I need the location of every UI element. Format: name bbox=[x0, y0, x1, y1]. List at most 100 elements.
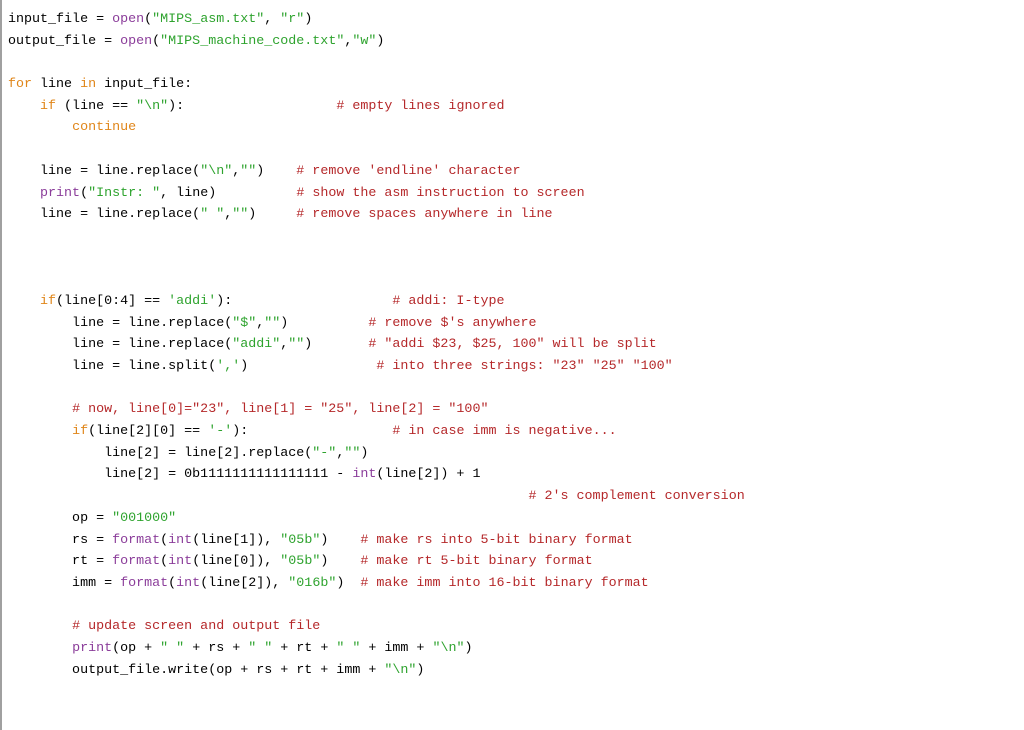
keyword-token: in bbox=[80, 77, 97, 93]
string-token: " " bbox=[336, 640, 361, 656]
comment-token: # empty lines ignored bbox=[336, 98, 505, 114]
comment-token: # remove 'endline' character bbox=[296, 163, 521, 179]
string-token: 'addi' bbox=[168, 293, 217, 309]
string-token: "-" bbox=[312, 445, 337, 461]
code-line[interactable]: op = "001000" bbox=[8, 508, 745, 530]
string-token: "05b" bbox=[280, 554, 321, 570]
code-line[interactable]: line = line.replace("addi","") # "addi $… bbox=[8, 334, 745, 356]
code-line[interactable]: print(op + " " + rs + " " + rt + " " + i… bbox=[8, 638, 745, 660]
code-line[interactable]: # update screen and output file bbox=[8, 616, 745, 638]
string-token: "\n" bbox=[136, 98, 169, 114]
text-token: output_file = bbox=[8, 33, 121, 49]
text-token: ( bbox=[160, 554, 169, 570]
code-line[interactable] bbox=[8, 52, 745, 74]
keyword-token: if bbox=[40, 98, 57, 114]
text-token: ) bbox=[256, 163, 297, 179]
code-line[interactable] bbox=[8, 139, 745, 161]
text-token: ( bbox=[160, 532, 169, 548]
string-token: "MIPS_machine_code.txt" bbox=[160, 33, 345, 49]
comment-token: # make imm into 16-bit binary format bbox=[360, 575, 649, 591]
text-token: rt = bbox=[8, 554, 113, 570]
text-token: (line[1]), bbox=[192, 532, 281, 548]
code-area[interactable]: input_file = open("MIPS_asm.txt", "r")ou… bbox=[8, 9, 745, 681]
string-token: " " bbox=[200, 207, 225, 223]
comment-token: # remove $'s anywhere bbox=[368, 315, 537, 331]
text-token: + rt + bbox=[272, 640, 337, 656]
string-token: "Instr: " bbox=[88, 185, 161, 201]
code-line[interactable]: line[2] = line[2].replace("-","") bbox=[8, 443, 745, 465]
string-token: "016b" bbox=[288, 575, 337, 591]
builtin-token: open bbox=[120, 33, 153, 49]
text-token bbox=[8, 402, 72, 417]
text-token: (line[0:4] == bbox=[56, 293, 169, 309]
code-line[interactable] bbox=[8, 248, 745, 270]
text-token: ) bbox=[248, 207, 297, 223]
string-token: "\n" bbox=[384, 662, 417, 678]
comment-token: # update screen and output file bbox=[72, 619, 321, 635]
code-line[interactable]: line = line.split(',') # into three stri… bbox=[8, 356, 745, 378]
code-line[interactable] bbox=[8, 226, 745, 248]
code-line[interactable]: continue bbox=[8, 117, 745, 139]
code-line[interactable]: line = line.replace("$","") # remove $'s… bbox=[8, 313, 745, 335]
text-token: , bbox=[336, 445, 345, 461]
text-token: rs = bbox=[8, 532, 113, 548]
text-token: imm = bbox=[8, 575, 121, 591]
text-token: op = bbox=[8, 510, 113, 526]
code-line[interactable]: if(line[2][0] == '-'): # in case imm is … bbox=[8, 421, 745, 443]
string-token: '-' bbox=[208, 424, 233, 440]
text-token: ) bbox=[376, 33, 385, 49]
text-token bbox=[8, 641, 72, 656]
text-token: , line) bbox=[160, 185, 297, 201]
builtin-token: print bbox=[40, 185, 81, 201]
code-line[interactable]: line = line.replace("\n","") # remove 'e… bbox=[8, 161, 745, 183]
code-line[interactable]: if (line == "\n"): # empty lines ignored bbox=[8, 96, 745, 118]
code-line[interactable] bbox=[8, 269, 745, 291]
builtin-token: format bbox=[112, 532, 161, 548]
text-token: line = line.replace( bbox=[8, 207, 201, 223]
text-token: ): bbox=[168, 98, 337, 114]
text-token: ) bbox=[320, 554, 361, 570]
string-token: "" bbox=[232, 207, 249, 223]
text-token: ) bbox=[416, 662, 425, 678]
code-line[interactable] bbox=[8, 378, 745, 400]
text-token: line bbox=[32, 77, 81, 93]
builtin-token: format bbox=[112, 554, 161, 570]
builtin-token: int bbox=[168, 554, 193, 570]
code-line[interactable]: output_file = open("MIPS_machine_code.tx… bbox=[8, 31, 745, 53]
comment-token: # addi: I-type bbox=[392, 293, 505, 309]
text-token: (line == bbox=[56, 98, 137, 114]
code-line[interactable]: line[2] = 0b1111111111111111 - int(line[… bbox=[8, 464, 745, 486]
text-token: ) bbox=[464, 640, 473, 656]
text-token: ): bbox=[216, 293, 393, 309]
comment-token: # now, line[0]="23", line[1] = "25", lin… bbox=[72, 402, 489, 418]
text-token: ) bbox=[280, 315, 369, 331]
comment-token: # 2's complement conversion bbox=[528, 489, 745, 505]
code-line[interactable]: rt = format(int(line[0]), "05b") # make … bbox=[8, 551, 745, 573]
code-line[interactable]: # 2's complement conversion bbox=[8, 486, 745, 508]
builtin-token: int bbox=[176, 575, 201, 591]
text-token: , bbox=[264, 12, 281, 27]
code-line[interactable]: print("Instr: ", line) # show the asm in… bbox=[8, 183, 745, 205]
text-token: line[2] = line[2].replace( bbox=[8, 445, 313, 461]
string-token: "05b" bbox=[280, 532, 321, 548]
builtin-token: format bbox=[120, 575, 169, 591]
text-token bbox=[8, 424, 72, 439]
code-line[interactable] bbox=[8, 595, 745, 617]
code-line[interactable]: rs = format(int(line[1]), "05b") # make … bbox=[8, 530, 745, 552]
string-token: "r" bbox=[280, 12, 305, 27]
text-token: line = line.replace( bbox=[8, 315, 233, 331]
builtin-token: int bbox=[352, 467, 377, 483]
builtin-token: open bbox=[112, 12, 145, 27]
code-line[interactable]: for line in input_file: bbox=[8, 74, 745, 96]
code-line[interactable]: if(line[0:4] == 'addi'): # addi: I-type bbox=[8, 291, 745, 313]
text-token: line = line.replace( bbox=[8, 337, 233, 353]
text-token bbox=[8, 120, 72, 135]
code-line[interactable]: input_file = open("MIPS_asm.txt", "r") bbox=[8, 9, 745, 31]
code-line[interactable]: # now, line[0]="23", line[1] = "25", lin… bbox=[8, 399, 745, 421]
text-token: ) bbox=[240, 359, 377, 374]
text-token: , bbox=[256, 315, 265, 331]
code-line[interactable]: output_file.write(op + rs + rt + imm + "… bbox=[8, 660, 745, 682]
code-line[interactable]: imm = format(int(line[2]), "016b") # mak… bbox=[8, 573, 745, 595]
code-line[interactable]: line = line.replace(" ","") # remove spa… bbox=[8, 204, 745, 226]
